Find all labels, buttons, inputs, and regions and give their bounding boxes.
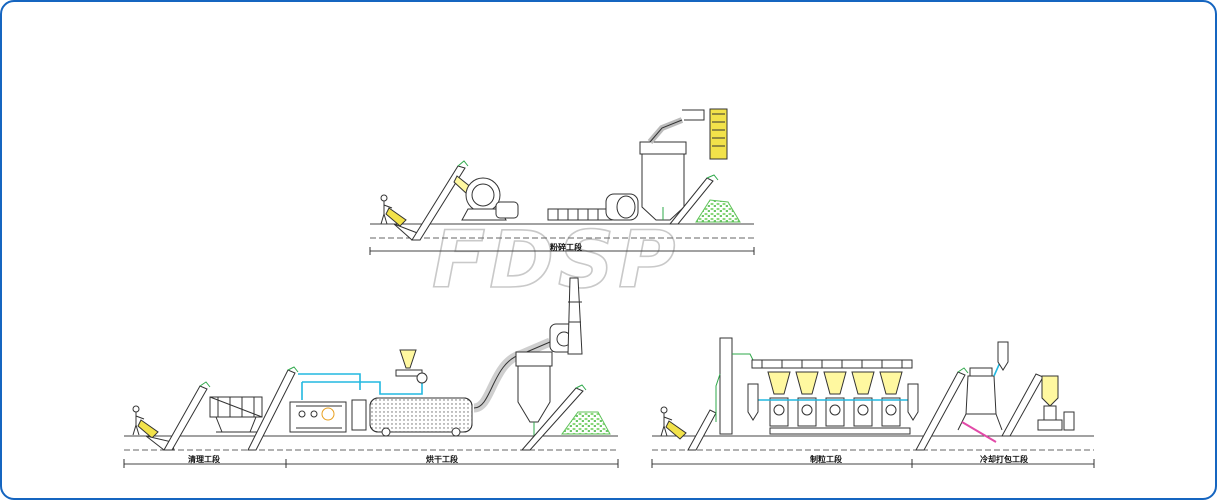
hot-air-furnace-icon	[289, 401, 347, 433]
pellet-pile-icon	[695, 199, 741, 223]
bucket-elevator-2-icon	[668, 177, 714, 225]
cyclone-separator-icon	[639, 117, 687, 221]
worker-icon	[380, 194, 393, 225]
section-label-pelletizing: 制粒工段	[810, 454, 842, 464]
rotary-dryer-icon	[369, 397, 473, 437]
feed-hopper-icon	[385, 207, 407, 227]
bucket-elevator-icon	[411, 165, 466, 241]
watermark-logo: FDSP	[432, 216, 679, 306]
screw-conveyor-icon	[547, 208, 613, 221]
section-label-drying: 烘干工段	[426, 454, 458, 464]
section-label-cleaning: 清理工段	[188, 454, 220, 464]
section-label-crushing: 粉碎工段	[550, 242, 582, 252]
cyclone-2-icon	[515, 351, 553, 436]
worker-2-icon	[132, 405, 145, 436]
hammer-mill-icon	[453, 175, 519, 221]
fan-blower-icon	[605, 193, 639, 221]
drying-line	[123, 277, 619, 468]
distribution-conveyor-icon	[751, 359, 913, 369]
tall-elevator-icon	[719, 337, 733, 435]
feed-bin-icon	[395, 349, 428, 384]
pellet-mills-icon	[758, 371, 908, 427]
crushing-line	[369, 108, 755, 255]
worker-3-icon	[660, 406, 673, 437]
storage-bin-icon	[709, 108, 728, 160]
packing-scale-icon	[1037, 375, 1075, 431]
pelletizing-line	[651, 337, 1095, 468]
chimney-icon	[567, 277, 583, 355]
vibrating-screen-icon	[209, 396, 263, 433]
section-label-cooling-packing: 冷却打包工段	[980, 454, 1028, 464]
counterflow-cooler-icon	[957, 367, 1003, 443]
